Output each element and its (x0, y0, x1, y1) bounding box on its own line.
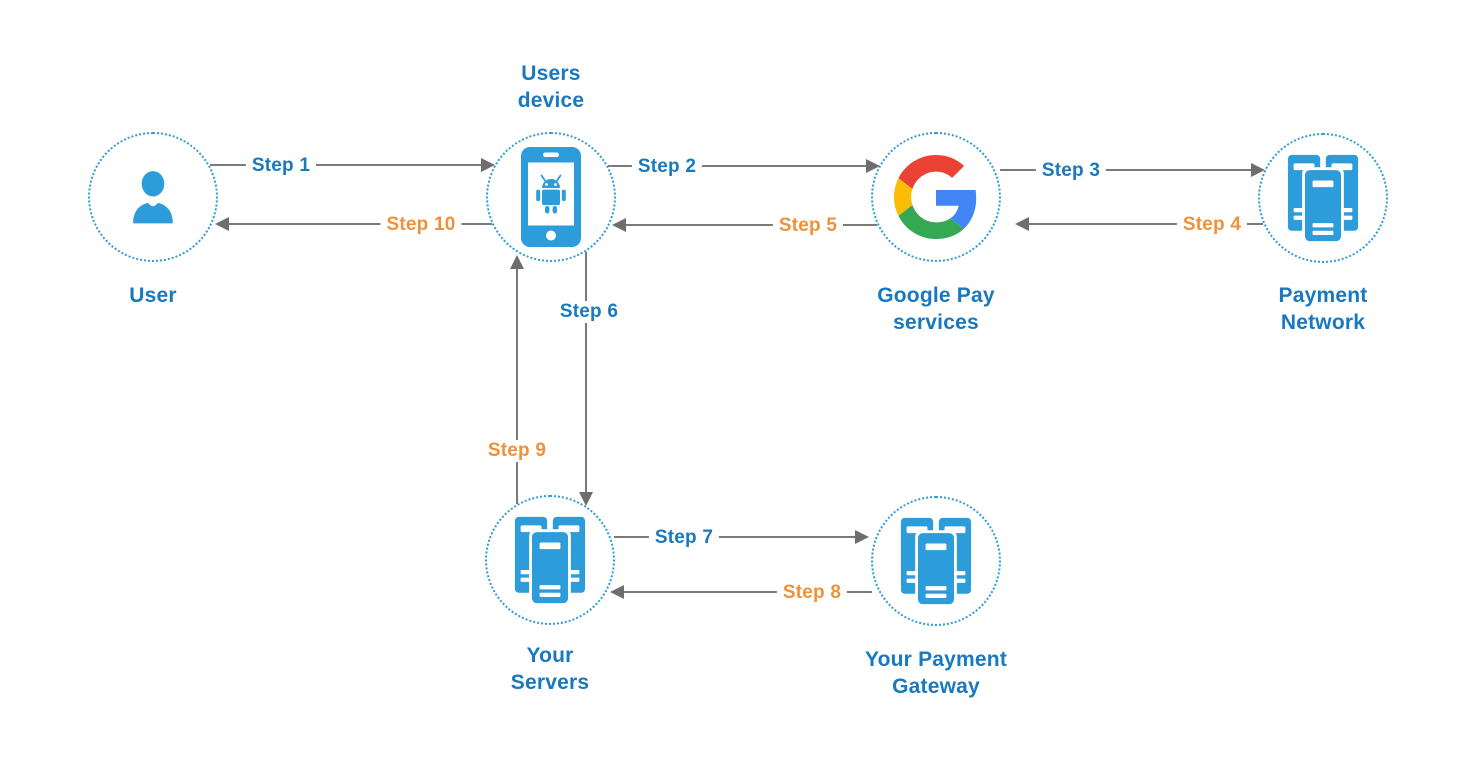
arrow-step-7-line (614, 536, 855, 538)
step-10-label: Step 10 (380, 214, 462, 236)
arrow-step-3-line (1000, 169, 1251, 171)
step-3-label: Step 3 (1035, 160, 1107, 182)
arrowhead-left-icon (1015, 217, 1029, 231)
google-pay-label: Google Pay services (877, 284, 995, 334)
user-node-circle (88, 132, 218, 262)
your-servers-label: Your Servers (510, 644, 590, 694)
step-1-label: Step 1 (245, 155, 317, 177)
step-4-label: Step 4 (1176, 214, 1248, 236)
users-device-label: Users device (517, 62, 585, 112)
arrowhead-right-icon (866, 159, 880, 173)
android-phone-icon (520, 146, 582, 248)
arrowhead-up-icon (510, 255, 524, 269)
arrowhead-left-icon (612, 218, 626, 232)
arrow-step-4-line (1028, 223, 1263, 225)
step-6-label: Step 6 (553, 301, 625, 323)
google-pay-node-circle (871, 132, 1001, 262)
arrowhead-right-icon (855, 530, 869, 544)
step-7-label: Step 7 (648, 527, 720, 549)
payment-network-label: Payment Network (1278, 284, 1368, 334)
google-g-icon (894, 155, 978, 239)
arrow-step-8-line (623, 591, 872, 593)
step-8-label: Step 8 (776, 582, 848, 604)
server-stack-icon (513, 515, 587, 606)
step-2-label: Step 2 (631, 156, 703, 178)
arrowhead-right-icon (1251, 163, 1265, 177)
payment-gateway-node-circle (871, 496, 1001, 626)
arrow-step-6-line (585, 252, 587, 492)
step-9-label: Step 9 (481, 440, 553, 462)
users-device-node-circle (486, 132, 616, 262)
arrowhead-left-icon (215, 217, 229, 231)
arrowhead-down-icon (579, 492, 593, 506)
payment-gateway-label: Your Payment Gateway (864, 648, 1008, 698)
arrow-step-9-line (516, 268, 518, 504)
person-icon (120, 164, 186, 230)
arrow-step-5-line (625, 224, 877, 226)
arrow-step-2-line (608, 165, 866, 167)
arrowhead-right-icon (481, 158, 495, 172)
user-label: User (129, 284, 177, 307)
payment-network-node-circle (1258, 133, 1388, 263)
server-stack-icon (899, 516, 973, 607)
step-5-label: Step 5 (772, 215, 844, 237)
arrow-step-10-line (228, 223, 492, 225)
your-servers-node-circle (485, 495, 615, 625)
arrow-step-1-line (210, 164, 481, 166)
server-stack-icon (1286, 153, 1360, 244)
arrowhead-left-icon (610, 585, 624, 599)
